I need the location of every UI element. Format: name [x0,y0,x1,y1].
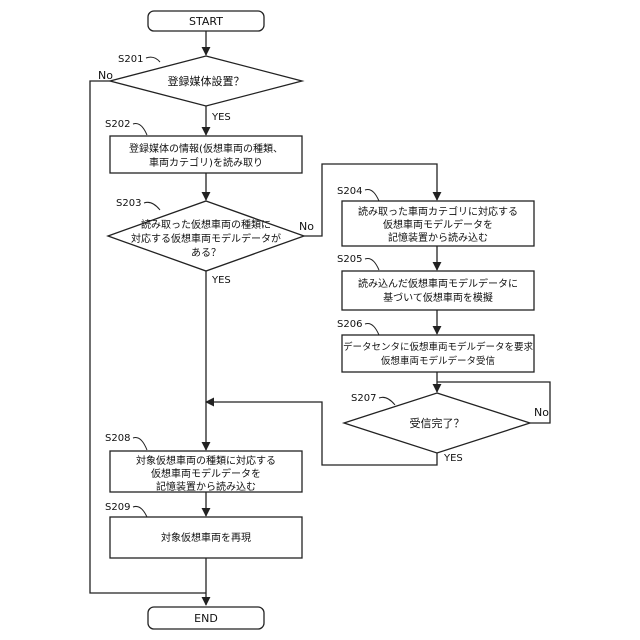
s204-line-3: 記憶装置から読み込む [388,231,488,244]
s201-yes-label: YES [211,112,231,123]
s205-line-1: 読み込んだ仮想車両モデルデータに [358,277,518,290]
s204-leader [365,189,379,201]
s201-leader [146,57,160,62]
s209-id: S209 [105,502,130,513]
s208-line-3: 記憶装置から読み込む [156,480,256,493]
s204-id: S204 [337,186,362,197]
s207-id: S207 [351,393,376,404]
s208-line-1: 対象仮想車両の種類に対応する [136,454,276,467]
s209-leader [133,506,147,517]
s207-leader [379,397,395,405]
s207-text: 受信完了？ [410,416,465,430]
s209-text: 対象仮想車両を再現 [161,531,251,544]
s204-line-2: 仮想車両モデルデータを [383,218,493,231]
s207-yes-label: YES [443,453,463,464]
s203-no-label: No [299,220,314,233]
s208-id: S208 [105,433,130,444]
s201-text: 登録媒体設置？ [168,74,245,88]
s203-line-2: 対応する仮想車両モデルデータが [131,232,281,245]
s205-line-2: 基づいて仮想車両を模擬 [383,291,493,304]
s206-line-2: 仮想車両モデルデータ受信 [381,355,495,367]
s207-no-label: No [534,406,549,419]
s206-line-1: データセンタに仮想車両モデルデータを要求 [343,341,534,353]
s205-leader [365,258,379,270]
s201-id: S201 [118,54,143,65]
s204-line-1: 読み取った車両カテゴリに対応する [358,205,518,218]
start-label: START [189,15,223,28]
s203-yes-label: YES [211,275,231,286]
s202-leader [133,123,147,135]
s206-leader [365,323,379,335]
s205-id: S205 [337,254,362,265]
process-s205 [342,271,534,310]
s203-id: S203 [116,198,141,209]
s206-id: S206 [337,319,362,330]
s203-line-3: ある？ [191,247,221,259]
s208-leader [133,438,147,451]
end-label: END [194,612,218,625]
s202-id: S202 [105,119,130,130]
s202-line-1: 登録媒体の情報(仮想車両の種類、 [129,142,283,155]
s208-line-2: 仮想車両モデルデータを [151,467,261,480]
s203-line-1: 読み取った仮想車両の種類に [141,218,271,231]
s202-line-2: 車両カテゴリ)を読み取り [149,156,263,169]
s201-no-label: No [98,69,113,82]
s203-leader [144,202,160,210]
